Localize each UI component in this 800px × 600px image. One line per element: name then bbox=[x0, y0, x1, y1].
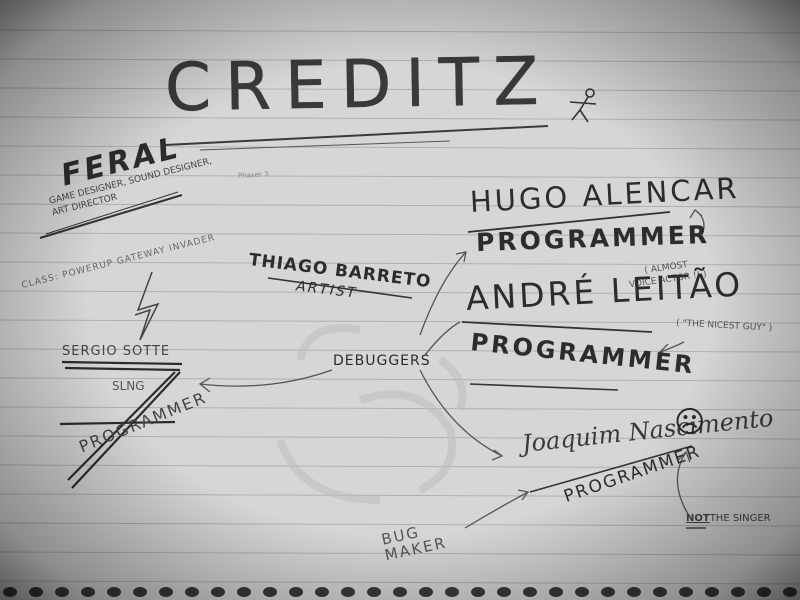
lightning-bolt-icon bbox=[134, 271, 160, 341]
not-label: NOT bbox=[686, 513, 710, 524]
credit-hugo-role: PROGRAMMER bbox=[475, 219, 711, 258]
sad-face-icon: ☹ bbox=[674, 405, 706, 440]
arrow-bug-maker bbox=[464, 491, 529, 529]
title-underline bbox=[164, 125, 549, 146]
page-title: CREDITZ bbox=[164, 42, 554, 127]
andre-role-underline bbox=[469, 383, 619, 391]
not-the-singer-note: NOTTHE SINGER bbox=[686, 514, 771, 524]
debuggers-label: DEBUGGERS bbox=[333, 353, 431, 369]
credit-sergio-sub: SLNG bbox=[112, 379, 145, 393]
singer-label: THE SINGER bbox=[709, 513, 771, 524]
stick-figure-icon bbox=[569, 88, 597, 123]
credit-sergio-name: SERGIO SOTTE bbox=[62, 344, 171, 359]
arrow-to-sergio bbox=[199, 369, 333, 387]
arrow-to-andre bbox=[424, 321, 461, 356]
